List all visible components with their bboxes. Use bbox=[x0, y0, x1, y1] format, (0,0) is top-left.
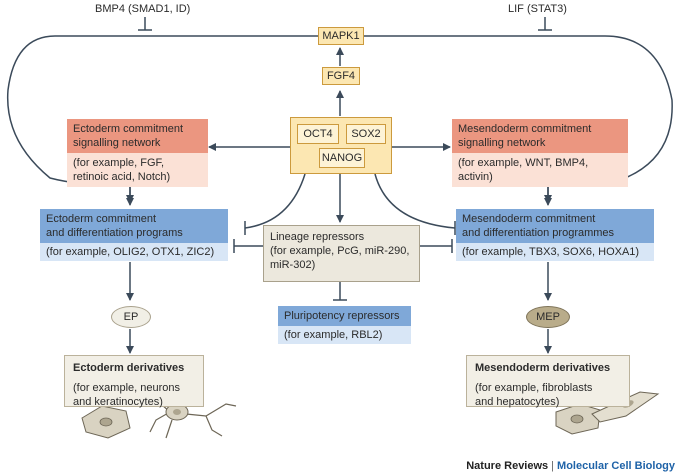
ecto-signalling-box: Ectoderm commitment signalling network (… bbox=[67, 119, 208, 187]
journal-subtitle: Molecular Cell Biology bbox=[557, 460, 675, 472]
journal-credit: Nature Reviews|Molecular Cell Biology bbox=[466, 460, 675, 472]
ep-oval: EP bbox=[111, 306, 151, 328]
ecto-signalling-examples: (for example, FGF, retinoic acid, Notch) bbox=[67, 153, 208, 187]
journal-separator: | bbox=[551, 460, 555, 472]
core-inhibits-ecto-program bbox=[244, 173, 306, 229]
bmp4-signal-label: BMP4 (SMAD1, ID) bbox=[95, 3, 191, 15]
neuron-nucleus bbox=[173, 409, 181, 415]
pluripotency-repressors-box: Pluripotency repressors (for example, RB… bbox=[278, 306, 411, 344]
oct4-tag: OCT4 bbox=[297, 124, 339, 144]
meso-signalling-examples: (for example, WNT, BMP4, activin) bbox=[452, 153, 628, 187]
meso-program-title: Mesendoderm commitment and differentiati… bbox=[456, 209, 654, 243]
neuron-dendrite bbox=[149, 411, 171, 433]
nanog-tag: NANOG bbox=[319, 148, 365, 168]
sox2-tag: SOX2 bbox=[346, 124, 386, 144]
fgf4-box: FGF4 bbox=[322, 67, 360, 85]
mapk1-box: MAPK1 bbox=[318, 27, 364, 45]
pluripotency-repressors-examples: (for example, RBL2) bbox=[278, 326, 411, 344]
keratinocyte-nucleus bbox=[99, 417, 113, 427]
meso-cell-illustrations bbox=[555, 391, 660, 435]
mep-oval: MEP bbox=[526, 306, 570, 328]
meso-program-examples: (for example, TBX3, SOX6, HOXA1) bbox=[456, 243, 654, 261]
meso-derivatives-box: Mesendoderm derivatives (for example, fi… bbox=[466, 355, 630, 408]
neuron-axon-branch bbox=[205, 415, 223, 437]
neuron-dendrite bbox=[165, 419, 173, 439]
meso-derivatives-title: Mesendoderm derivatives bbox=[475, 362, 611, 374]
ecto-program-examples: (for example, OLIG2, OTX1, ZIC2) bbox=[40, 243, 228, 261]
core-network-box: OCT4 SOX2 NANOG bbox=[290, 117, 392, 174]
lif-signal-label: LIF (STAT3) bbox=[508, 3, 567, 15]
core-inhibits-meso-program bbox=[374, 173, 456, 229]
meso-signalling-title: Mesendoderm commitment signalling networ… bbox=[452, 119, 628, 153]
meso-signalling-box: Mesendoderm commitment signalling networ… bbox=[452, 119, 628, 187]
lineage-repressors-box: Lineage repressors (for example, PcG, mi… bbox=[263, 225, 420, 282]
neuron-axon bbox=[185, 403, 237, 417]
ecto-program-box: Ectoderm commitment and differentiation … bbox=[40, 209, 228, 261]
ecto-program-title: Ectoderm commitment and differentiation … bbox=[40, 209, 228, 243]
journal-name: Nature Reviews bbox=[466, 460, 549, 472]
ecto-derivatives-box: Ectoderm derivatives (for example, neuro… bbox=[64, 355, 204, 408]
meso-program-box: Mesendoderm commitment and differentiati… bbox=[456, 209, 654, 261]
pluripotency-repressors-title: Pluripotency repressors bbox=[278, 306, 411, 326]
hepatocyte-nucleus bbox=[570, 414, 584, 424]
ecto-signalling-title: Ectoderm commitment signalling network bbox=[67, 119, 208, 153]
ecto-derivatives-title: Ectoderm derivatives bbox=[73, 362, 185, 374]
